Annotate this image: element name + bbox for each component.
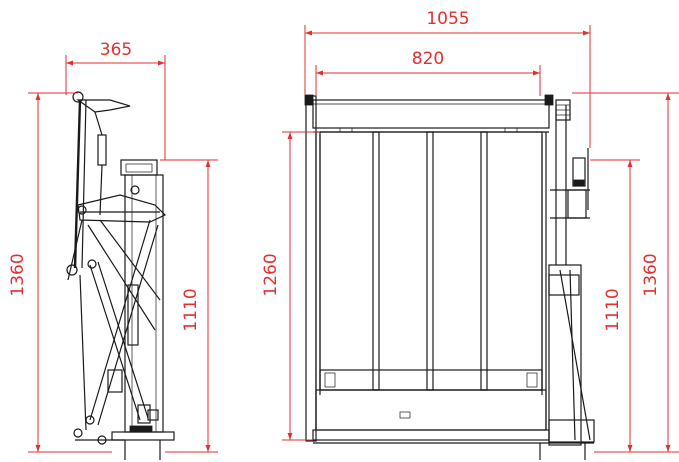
front-height-label: 1260 [261,253,281,296]
front-top-bar [312,99,550,129]
side-view [66,91,175,460]
front-dimensions: 1055 820 1260 1110 1360 [261,9,679,453]
front-view [304,94,595,460]
side-body-height-label: 1110 [181,288,201,331]
front-inner-width-label: 820 [412,49,444,69]
side-width-label: 365 [100,40,132,60]
front-platform [319,131,543,391]
front-total-height-label: 1360 [641,253,661,296]
front-mechanism [548,264,582,446]
side-base-plate [111,431,175,441]
side-total-height-label: 1360 [8,253,28,296]
side-dimensions: 365 1360 1110 [8,40,218,453]
front-overall-width-label: 1055 [426,9,469,29]
front-body-height-label: 1110 [603,288,623,331]
side-column [124,174,164,433]
